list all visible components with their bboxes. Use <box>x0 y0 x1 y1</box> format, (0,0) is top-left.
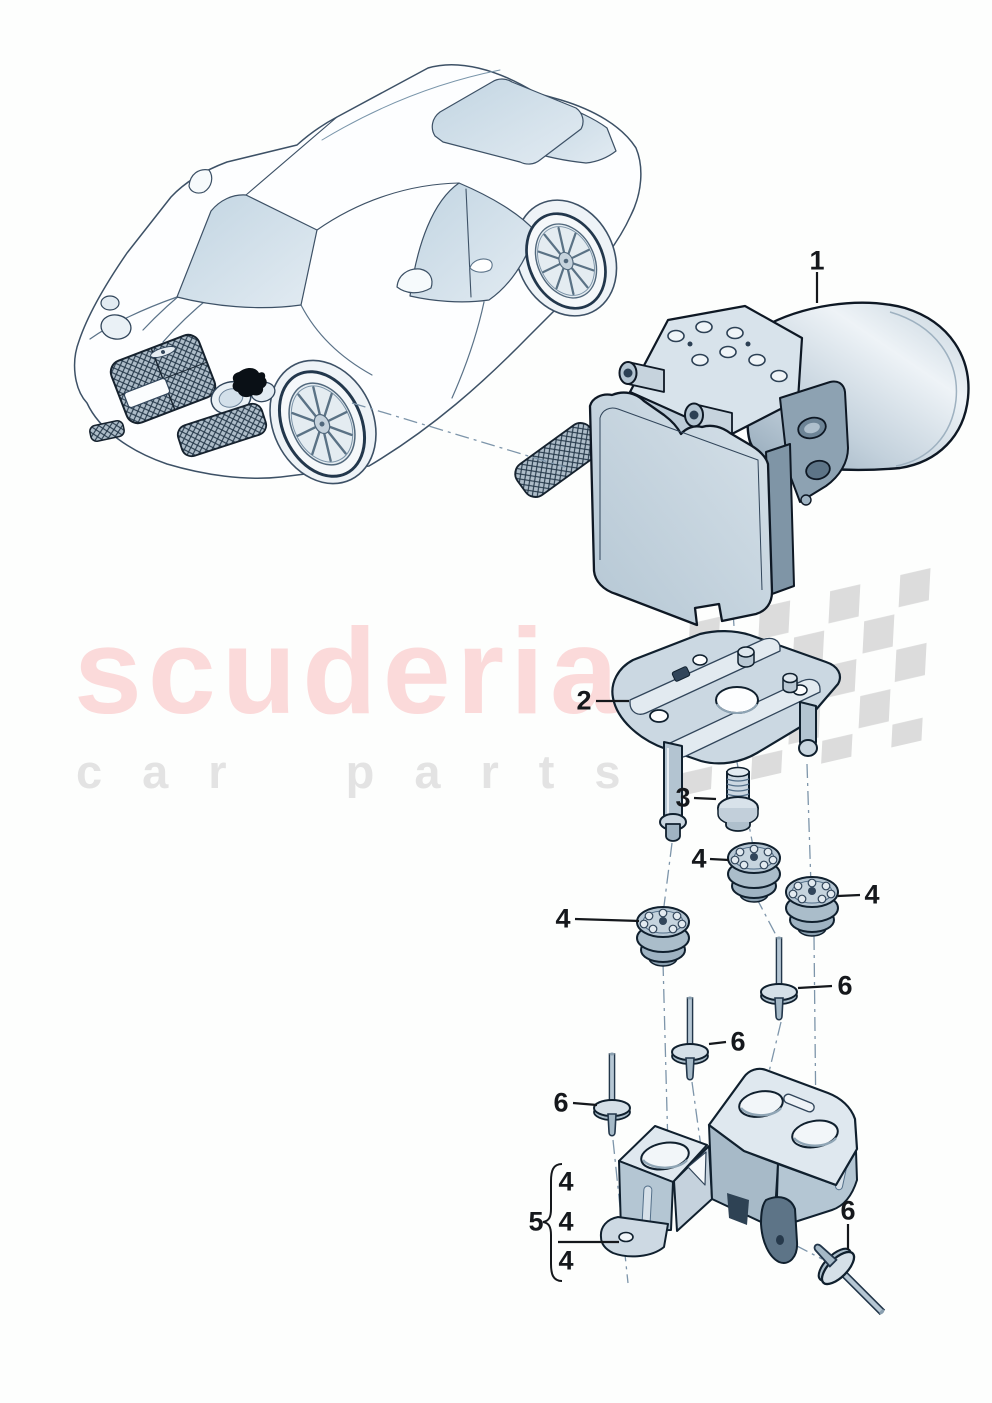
callout-6-pin-lower[interactable]: 6 <box>840 1195 856 1226</box>
brand-emblem <box>150 345 176 359</box>
watermark-brand-text: scuderia <box>74 603 624 739</box>
license-plate <box>123 377 171 409</box>
callout-4-group-top[interactable]: 4 <box>558 1166 574 1197</box>
callout-4-group-middle[interactable]: 4 <box>558 1206 574 1237</box>
bumper-intakes <box>89 402 602 498</box>
door-handle <box>469 258 493 273</box>
bracket-dark-tab <box>760 1196 799 1264</box>
callout-1-abs-unit[interactable]: 1 <box>809 245 825 276</box>
rubber-grommet-right <box>785 876 839 937</box>
mounting-bracket-upper <box>611 630 842 842</box>
callout-leader-lines <box>558 699 861 1250</box>
callout-6-pin-left[interactable]: 6 <box>553 1087 569 1118</box>
callout-4-group-bottom[interactable]: 4 <box>558 1245 574 1276</box>
windshield <box>176 194 318 309</box>
callout-4-grommet-left[interactable]: 4 <box>555 903 571 934</box>
abs-hydraulic-unit <box>588 301 970 627</box>
car-illustration <box>73 64 642 498</box>
securing-pin-right <box>760 935 798 1021</box>
car-body <box>73 64 642 479</box>
callout-6-pin-middle[interactable]: 6 <box>730 1026 746 1057</box>
group-brace <box>542 1163 563 1282</box>
securing-pin-lower <box>799 1229 899 1329</box>
ecu-housing <box>588 391 774 627</box>
bolt <box>717 766 759 832</box>
callout-5-bracket-lower[interactable]: 5 <box>528 1206 544 1237</box>
rubber-grommet-left <box>636 906 690 967</box>
callout-2-bracket-upper[interactable]: 2 <box>576 685 592 716</box>
callout-6-pin-right[interactable]: 6 <box>837 970 853 1001</box>
mounting-bracket-lower <box>599 1067 859 1264</box>
watermark-tagline-text: car parts <box>76 745 661 798</box>
door-mirror-right <box>396 268 433 294</box>
rubber-grommet-middle <box>727 842 781 903</box>
callout-4-grommet-right[interactable]: 4 <box>864 879 880 910</box>
securing-pin-middle <box>671 995 709 1081</box>
sunroof <box>431 78 584 165</box>
part-location-marker <box>232 367 267 398</box>
callout-4-grommet-middle[interactable]: 4 <box>691 843 707 874</box>
callout-3-bolt[interactable]: 3 <box>675 782 691 813</box>
door-mirror-left <box>188 169 213 194</box>
securing-pin-left <box>593 1051 631 1137</box>
